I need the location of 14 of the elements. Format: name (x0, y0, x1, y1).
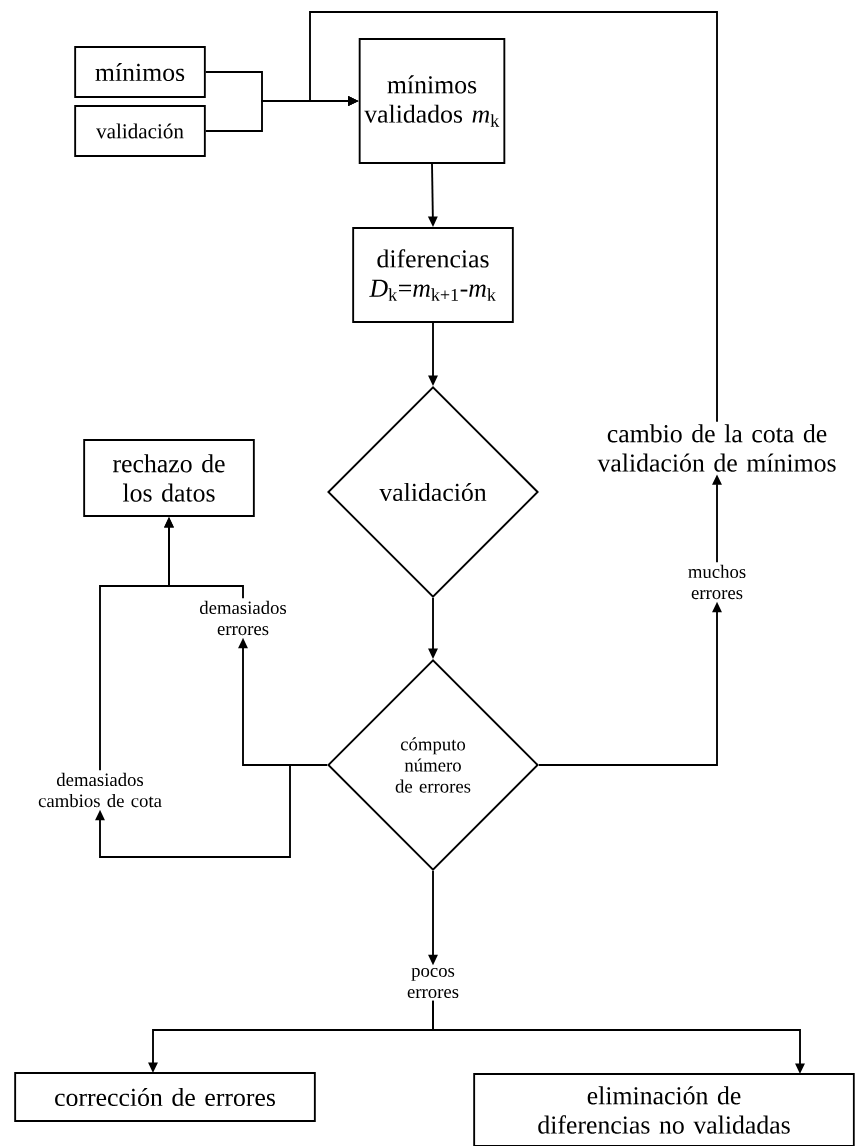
process-box: validación (74, 105, 206, 157)
process-box: mínimos (74, 46, 206, 98)
arrow (309, 11, 718, 423)
flow-label: pocos errores (407, 967, 459, 999)
process-box: eliminación de diferencias no validadas (473, 1073, 855, 1146)
process-box: diferencias D$_{k}$=m$_{k+1}$-m$_{k}$ (352, 227, 514, 323)
flow-label: demasiados errores (199, 600, 287, 636)
process-box: rechazo de los datos (83, 439, 255, 517)
flow-label: demasiados cambios de cota (38, 772, 162, 808)
process-box: mínimos validados m$_{k}$ (358, 38, 506, 164)
arrow (95, 764, 328, 858)
process-box: corrección de errores (14, 1072, 316, 1122)
flow-label: cambio de la cota de validación de mínimos (597, 424, 836, 472)
flow-label: muchos errores (688, 564, 746, 600)
